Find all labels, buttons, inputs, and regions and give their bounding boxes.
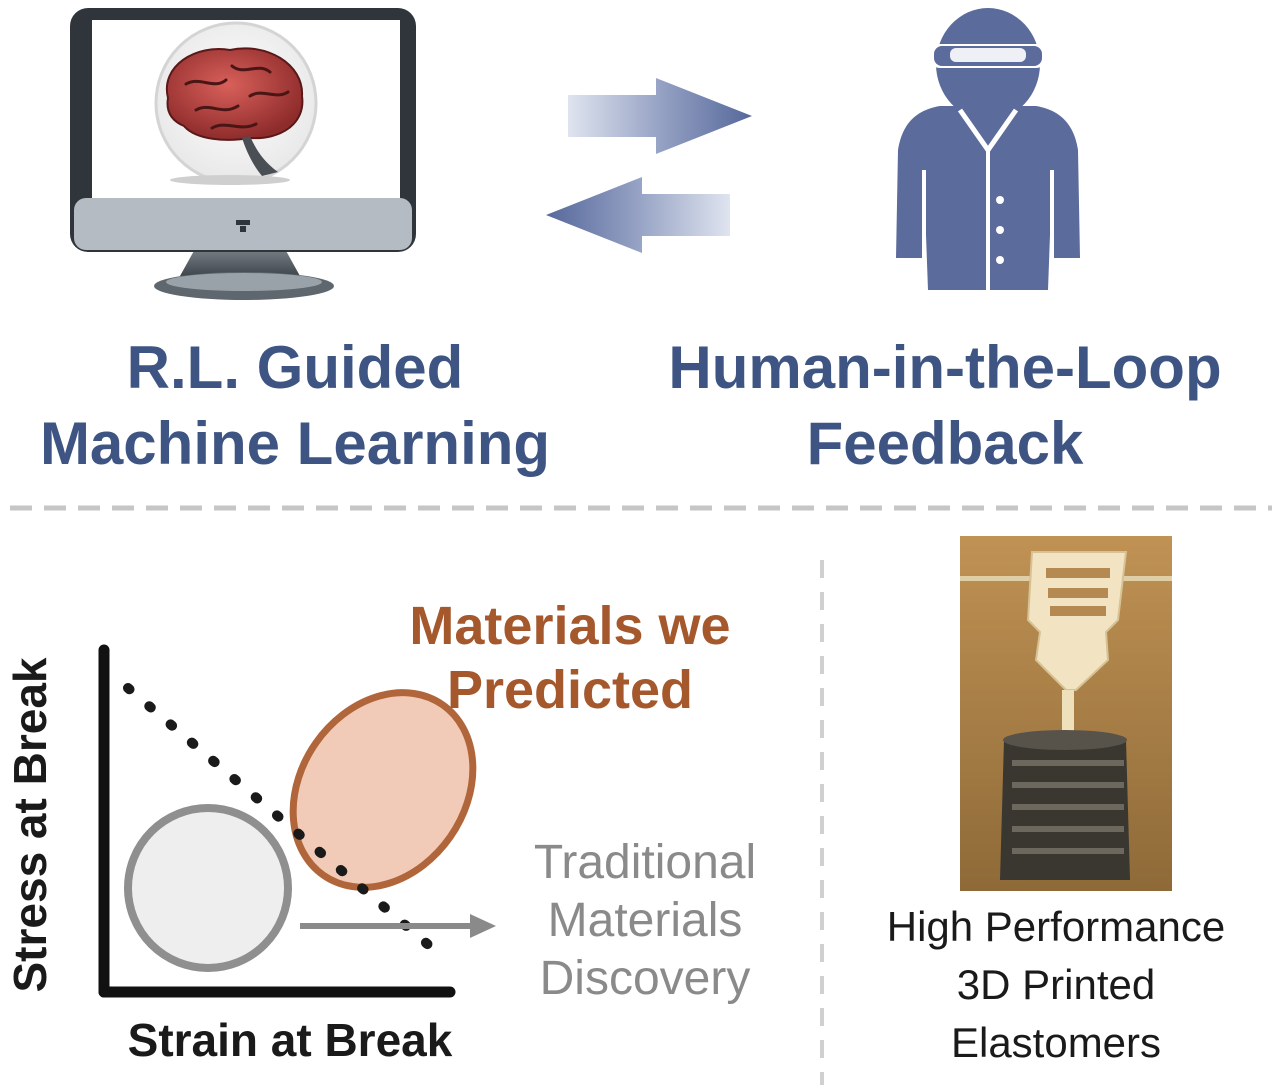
printed-elastomers-caption: High Performance 3D Printed Elastomers bbox=[846, 898, 1266, 1072]
human-in-the-loop-line-1: Human-in-the-Loop bbox=[668, 334, 1222, 401]
predicted-line-2: Predicted bbox=[446, 660, 694, 720]
scientist-icon bbox=[896, 8, 1080, 290]
pareto-front-dotted bbox=[123, 683, 437, 953]
caption-line-2: 3D Printed bbox=[956, 961, 1156, 1008]
traditional-line-2: Materials bbox=[547, 894, 743, 947]
predicted-ellipse bbox=[289, 689, 477, 891]
y-axis-label: Stress at Break bbox=[4, 657, 56, 993]
traditional-circle bbox=[124, 804, 292, 972]
rl-guided-ml-label: R.L. Guided Machine Learning bbox=[0, 330, 590, 482]
traditional-line-3: Discovery bbox=[539, 952, 751, 1005]
traditional-discovery-label: Traditional Materials Discovery bbox=[500, 834, 790, 1008]
schematic-plot bbox=[98, 644, 496, 998]
printed-elastomer-photo bbox=[960, 536, 1172, 891]
rl-guided-ml-line-2: Machine Learning bbox=[39, 410, 551, 477]
rl-guided-ml-line-1: R.L. Guided bbox=[126, 334, 464, 401]
human-in-the-loop-line-2: Feedback bbox=[806, 410, 1084, 477]
arrow-right-icon bbox=[568, 78, 752, 154]
predicted-materials-label: Materials we Predicted bbox=[360, 594, 780, 722]
predicted-line-1: Materials we bbox=[409, 596, 731, 656]
traditional-line-1: Traditional bbox=[533, 836, 757, 889]
caption-line-3: Elastomers bbox=[950, 1019, 1162, 1066]
arrow-left-icon bbox=[546, 177, 730, 253]
x-axis-label: Strain at Break bbox=[127, 1014, 453, 1066]
caption-line-1: High Performance bbox=[886, 903, 1226, 950]
brain-icon bbox=[154, 21, 318, 185]
human-in-the-loop-label: Human-in-the-Loop Feedback bbox=[630, 330, 1260, 482]
